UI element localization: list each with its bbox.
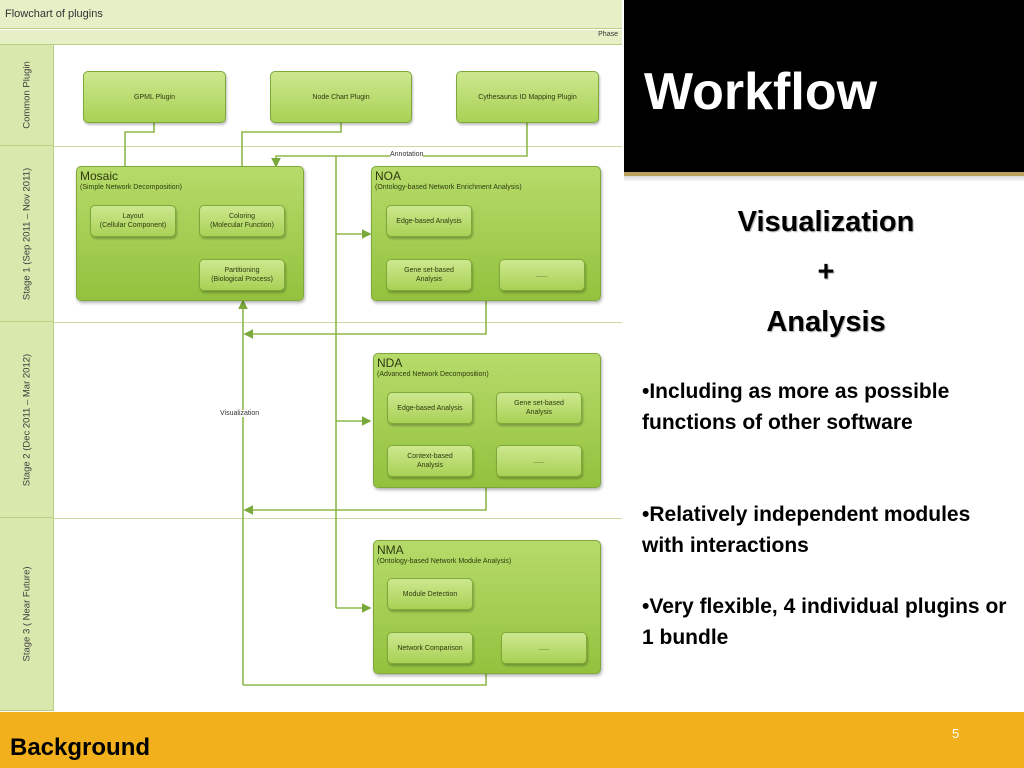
slide-number: 5 (952, 726, 960, 741)
cythesaurus-plugin-box: Cythesaurus ID Mapping Plugin (456, 71, 599, 123)
lane-divider (54, 322, 622, 323)
stage-1: Stage 1 (Sep 2011 – Nov 2011) (0, 146, 54, 322)
nda-more-box: ...... (496, 445, 582, 477)
nda-geneset-analysis-box: Gene set-based Analysis (496, 392, 582, 424)
lane-divider (54, 146, 622, 147)
bullet-2: •Relatively independent modules with int… (642, 503, 971, 557)
heading-visualization: Visualization (737, 206, 915, 238)
flowchart-panel: Flowchart of plugins Phase Common Plugin… (0, 0, 624, 712)
bullet-3: •Very flexible, 4 individual plugins or … (642, 595, 1007, 649)
visualization-label: Visualization (220, 410, 260, 417)
stage-3: Stage 3 ( Near Future) (0, 518, 54, 711)
layout-box: Layout (Cellular Component) (90, 205, 176, 237)
stage-2: Stage 2 (Dec 2011 – Mar 2012) (0, 322, 54, 518)
mosaic-title: Mosaic (80, 169, 119, 183)
bullet-1: •Including as more as possible functions… (642, 380, 950, 434)
gpml-plugin-box: GPML Plugin (83, 71, 226, 123)
section-label: Background (10, 734, 151, 761)
stage-common: Common Plugin (0, 45, 54, 146)
noa-title: NOA (375, 169, 402, 183)
annotation-label: Annotation (390, 151, 424, 158)
nma-subtitle: (Ontology-based Network Module Analysis) (377, 558, 512, 565)
heading-plus: + (817, 256, 835, 288)
connector-arrows (120, 123, 528, 686)
nma-network-comparison-box: Network Comparison (387, 632, 473, 664)
footer-bar: 5 Background (0, 712, 1024, 768)
title-shadow (624, 176, 1024, 182)
nda-edge-analysis-box: Edge-based Analysis (387, 392, 473, 424)
noa-geneset-analysis-box: Gene set-based Analysis (386, 259, 472, 291)
nma-more-box: ...... (501, 632, 587, 664)
nda-context-analysis-box: Context-based Analysis (387, 445, 473, 477)
phase-bar: Phase (0, 30, 622, 45)
title-band: Workflow (624, 0, 1024, 172)
slide-title: Workflow (644, 63, 878, 121)
nma-module-detection-box: Module Detection (387, 578, 473, 610)
flowchart-title: Flowchart of plugins (0, 0, 622, 29)
nda-title: NDA (377, 356, 403, 370)
phase-label: Phase (598, 31, 618, 38)
heading-analysis: Analysis (766, 306, 886, 338)
noa-edge-analysis-box: Edge-based Analysis (386, 205, 472, 237)
noa-subtitle: (Ontology-based Network Enrichment Analy… (375, 184, 522, 191)
nda-subtitle: (Advanced Network Decomposition) (377, 371, 489, 378)
lane-divider (54, 518, 622, 519)
mosaic-subtitle: (Simple Network Decomposition) (80, 184, 182, 191)
partitioning-box: Partitioning (Biological Process) (199, 259, 285, 291)
nma-title: NMA (377, 543, 404, 557)
noa-more-box: ...... (499, 259, 585, 291)
coloring-box: Coloring (Molecular Function) (199, 205, 285, 237)
title-divider (624, 172, 1024, 176)
node-chart-plugin-box: Node Chart Plugin (270, 71, 412, 123)
